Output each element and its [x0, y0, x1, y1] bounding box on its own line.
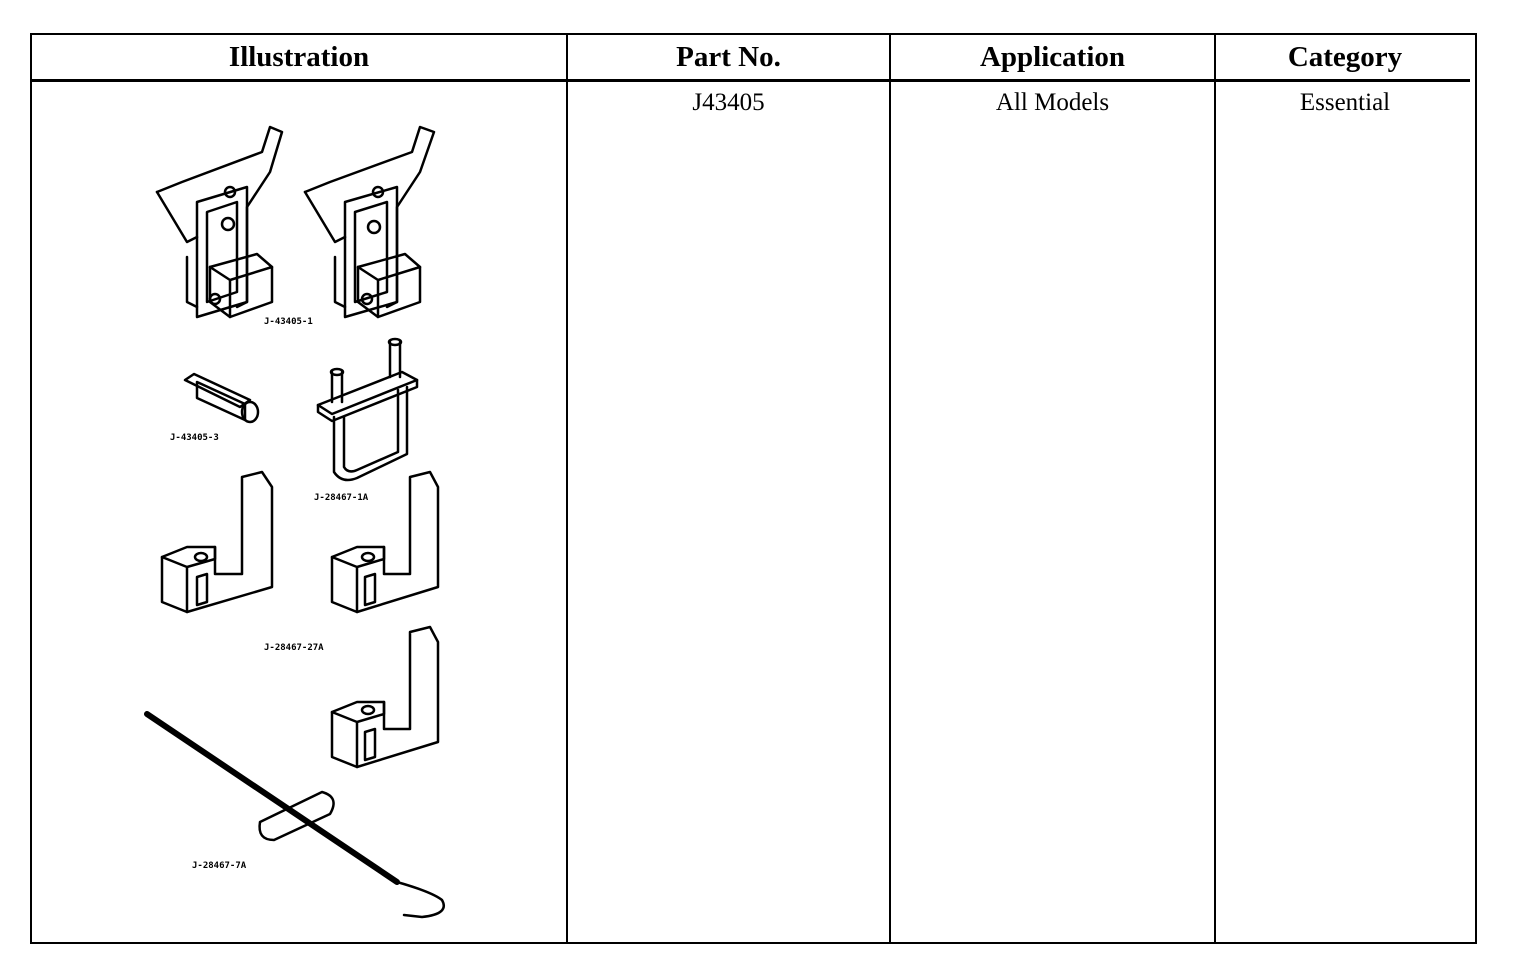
- column-divider: [1214, 35, 1216, 942]
- hook-block-2: [330, 470, 440, 614]
- header-rule: [568, 79, 889, 82]
- bracket-tool-right: [303, 125, 436, 319]
- header-part-no: Part No.: [676, 41, 781, 73]
- hook-block-1: [160, 470, 274, 614]
- tool-table: Illustration Part No. Application Catego…: [30, 33, 1477, 944]
- callout-label: J-43405-3: [170, 433, 219, 443]
- callout-label: J-28467-7A: [192, 861, 247, 871]
- pin-tool: [183, 372, 260, 424]
- header-illustration: Illustration: [228, 41, 370, 73]
- callout-label: J-28467-27A: [264, 643, 324, 653]
- header-rule: [1216, 79, 1470, 82]
- column-divider: [566, 35, 568, 942]
- callout-label: J-28467-1A: [314, 493, 369, 503]
- bracket-tool-left: [155, 125, 284, 319]
- column-divider: [889, 35, 891, 942]
- cell-part-no: J43405: [692, 89, 765, 116]
- header-rule: [32, 79, 566, 82]
- tool-kit-illustration: J-43405-1 J-43405-3 J-28467-1A J-28467-2…: [144, 125, 445, 919]
- cell-application: All Models: [995, 89, 1110, 116]
- header-rule: [891, 79, 1214, 82]
- header-category: Category: [1287, 41, 1403, 73]
- plate-ubolt-tool: [316, 337, 419, 482]
- rod-tool: [144, 711, 445, 919]
- cell-category: Essential: [1299, 89, 1391, 116]
- hook-block-3: [330, 625, 440, 769]
- header-application: Application: [979, 41, 1126, 73]
- callout-label: J-43405-1: [264, 317, 313, 327]
